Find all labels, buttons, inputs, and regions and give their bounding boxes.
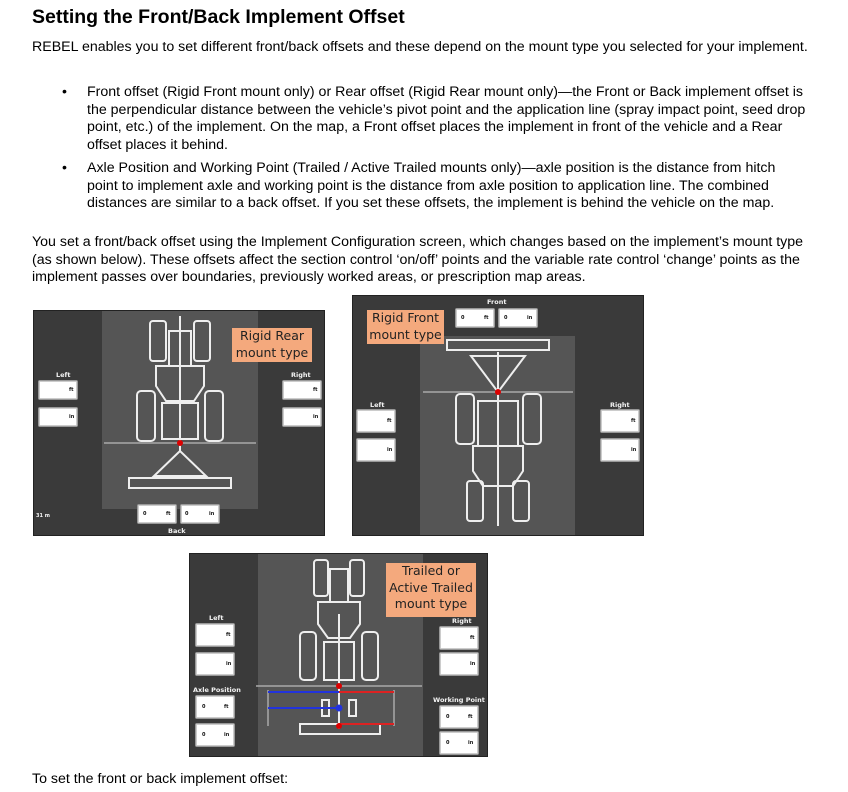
axle-position-label: Axle Position	[193, 686, 241, 694]
back-ft-input[interactable]: 0 ft	[137, 504, 177, 524]
bullet-dot: •	[62, 160, 67, 176]
mount-type-tag: Rigid Front mount type	[367, 310, 444, 344]
tractor-trailed-implement-graphic	[256, 559, 422, 735]
right-ft-input[interactable]: ft	[439, 626, 479, 650]
left-in-input[interactable]: in	[38, 407, 78, 427]
intro-paragraph: REBEL enables you to set different front…	[32, 39, 808, 55]
front-label: Front	[487, 298, 507, 306]
mount-type-tag: Trailed or Active Trailed mount type	[386, 563, 476, 617]
working-point-label: Working Point	[433, 696, 485, 704]
page-title: Setting the Front/Back Implement Offset	[32, 6, 405, 28]
tractor-rear-implement-graphic	[104, 316, 256, 489]
rigid-rear-screenshot: Rigid Rear mount type Left ft in Right f…	[33, 310, 325, 536]
left-ft-input[interactable]: ft	[38, 380, 78, 400]
right-in-input[interactable]: in	[439, 652, 479, 676]
left-ft-input[interactable]: ft	[195, 623, 235, 647]
front-in-input[interactable]: 0 in	[498, 308, 538, 328]
working-point-ft-input[interactable]: 0 ft	[439, 705, 479, 729]
left-ft-input[interactable]: ft	[356, 409, 396, 433]
left-in-input[interactable]: in	[356, 438, 396, 462]
right-ft-input[interactable]: ft	[600, 409, 640, 433]
working-point-in-input[interactable]: 0 in	[439, 731, 479, 755]
footer-paragraph: To set the front or back implement offse…	[32, 771, 289, 787]
right-label: Right	[291, 371, 311, 379]
axle-position-ft-input[interactable]: 0 ft	[195, 695, 235, 719]
right-label: Right	[452, 617, 472, 625]
bullet-dot: •	[62, 84, 67, 100]
tractor-front-implement-graphic	[423, 339, 573, 526]
left-label: Left	[56, 371, 71, 379]
mount-type-tag: Rigid Rear mount type	[232, 328, 312, 362]
rigid-front-screenshot: Front 0 ft 0 in Rigid Front mount type L…	[352, 295, 644, 536]
trailed-screenshot: Trailed or Active Trailed mount type Lef…	[189, 553, 488, 757]
right-label: Right	[610, 401, 630, 409]
axle-position-in-input[interactable]: 0 in	[195, 723, 235, 747]
front-ft-input[interactable]: 0 ft	[455, 308, 495, 328]
back-label: Back	[168, 527, 186, 535]
left-label: Left	[370, 401, 385, 409]
left-in-input[interactable]: in	[195, 652, 235, 676]
bullet-axle-working-point: Axle Position and Working Point (Trailed…	[87, 160, 776, 212]
bullet-front-rear-offset: Front offset (Rigid Front mount only) or…	[87, 84, 806, 153]
right-ft-input[interactable]: ft	[282, 380, 322, 400]
offset-paragraph: You set a front/back offset using the Im…	[32, 234, 804, 286]
right-in-input[interactable]: in	[600, 438, 640, 462]
left-label: Left	[209, 614, 224, 622]
right-in-input[interactable]: in	[282, 407, 322, 427]
back-in-input[interactable]: 0 in	[180, 504, 220, 524]
scale-readout: 31 m	[36, 513, 50, 519]
